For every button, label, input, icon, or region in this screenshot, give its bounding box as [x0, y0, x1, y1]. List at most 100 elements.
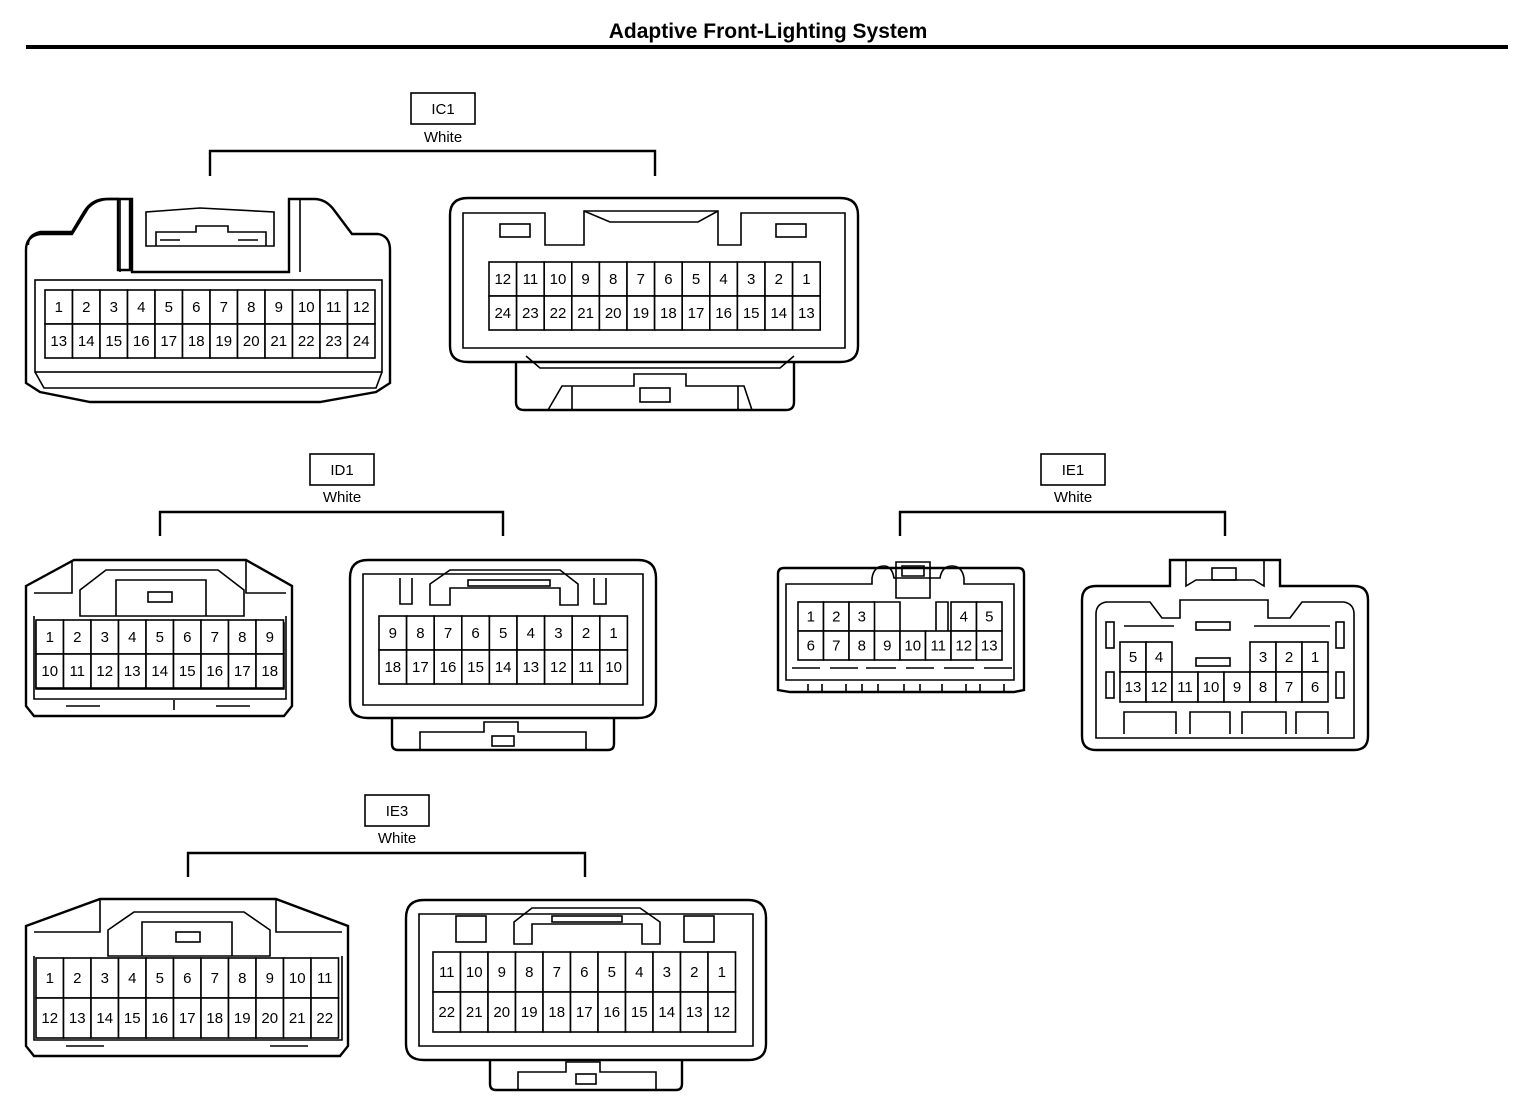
- ie3-bracket: [186, 851, 587, 877]
- ie1-male-pin-label: 7: [832, 638, 840, 655]
- id1-male-pin-label: 16: [206, 663, 223, 680]
- ic1-code-box: [410, 92, 476, 125]
- ic1-female-pin-cell: [736, 261, 766, 297]
- ic1-male-pin-label: 22: [298, 333, 315, 350]
- ie3-female-pin-label: 7: [553, 964, 561, 981]
- id1-male-pin-cell: [117, 653, 147, 689]
- ie1-female-pin-label: 10: [1203, 679, 1220, 696]
- ie1-female-pin-label: 6: [1311, 679, 1319, 696]
- ic1-male-pin-label: 13: [50, 333, 67, 350]
- ic1-male-pin-cell: [236, 289, 266, 325]
- ie3-female-pin-label: 10: [466, 964, 483, 981]
- ie3-female-pin-label: 1: [718, 964, 726, 981]
- ie3-male-pin-label: 19: [234, 1010, 251, 1027]
- id1-male-pin-label: 4: [128, 629, 136, 646]
- ic1-female-pin-label: 13: [798, 305, 815, 322]
- ie1-female-pin-label: 9: [1233, 679, 1241, 696]
- ie3-code-label: IE3: [386, 803, 409, 820]
- ic1-female-pin-label: 23: [522, 305, 539, 322]
- ic1-female-pin-label: 14: [770, 305, 787, 322]
- ic1-male-pin-label: 20: [243, 333, 260, 350]
- id1-male-pin-label: 7: [211, 629, 219, 646]
- id1-male-pin-cell: [200, 653, 230, 689]
- ic1-male-pin-label: 17: [160, 333, 177, 350]
- id1-female-pin-label: 12: [550, 659, 567, 676]
- page-title: Adaptive Front-Lighting System: [608, 20, 928, 43]
- ic1-female-pin-cell: [626, 295, 656, 331]
- ic1-male-pin-label: 23: [325, 333, 342, 350]
- ic1-female-pin-cell: [515, 261, 545, 297]
- ic1-female-pin-label: 8: [609, 271, 617, 288]
- ie3-male-pin-cell: [90, 997, 120, 1039]
- ie3-male-pin-label: 15: [124, 1010, 141, 1027]
- ie3-female-pin-label: 9: [498, 964, 506, 981]
- ie1-male-pin-label: 5: [985, 609, 993, 626]
- ie1-female-pin-cell: [1301, 671, 1329, 703]
- ie3-female-pin-cell: [487, 951, 517, 993]
- ic1-female-pin-cell: [598, 295, 628, 331]
- id1-female-pin-label: 15: [467, 659, 484, 676]
- ie1-color-label: White: [1054, 489, 1092, 506]
- id1-male-pin-label: 2: [73, 629, 81, 646]
- ie3-male-pin-cell: [227, 997, 257, 1039]
- ie1-code-box: [1040, 453, 1106, 486]
- id1-female-pin-label: 18: [384, 659, 401, 676]
- ic1-female-pin-label: 2: [775, 271, 783, 288]
- id1-color-label: White: [323, 489, 361, 506]
- id1-male-pin-cell: [227, 653, 257, 689]
- ie3-female-pin-cell: [432, 991, 462, 1033]
- ic1-code-label: IC1: [431, 101, 454, 118]
- ie3-male-pin-label: 1: [46, 970, 54, 987]
- id1-male-pin-cell: [255, 653, 285, 689]
- ie3-male-pin-label: 13: [69, 1010, 86, 1027]
- ie3-female-pin-label: 4: [635, 964, 643, 981]
- ie3-color-label: White: [378, 830, 416, 847]
- ie1-bracket: [898, 510, 1227, 536]
- id1-male-pin-label: 8: [238, 629, 246, 646]
- id1-female-pin-label: 10: [605, 659, 622, 676]
- id1-male-pin-cell: [90, 653, 120, 689]
- ie1-male-pin-label: 8: [858, 638, 866, 655]
- ie3-male-pin-label: 10: [289, 970, 306, 987]
- ie3-female-pin-label: 3: [663, 964, 671, 981]
- ic1-female-pin-label: 9: [581, 271, 589, 288]
- id1-female-pin-label: 16: [440, 659, 457, 676]
- id1-female-pin-label: 1: [609, 625, 617, 642]
- ic1-male-pin-cell: [181, 323, 211, 359]
- ic1-female-pin-label: 19: [632, 305, 649, 322]
- ic1-male-pin-label: 7: [220, 299, 228, 316]
- ic1-female-pin-cell: [764, 295, 794, 331]
- ic1-male-pin-label: 14: [78, 333, 95, 350]
- ie1-male-pin-cell: [848, 601, 876, 632]
- ic1-female-pin-label: 10: [550, 271, 567, 288]
- ic1-female-pin-label: 15: [743, 305, 760, 322]
- ie1-female-pin-cell: [1145, 671, 1173, 703]
- ie1-female-connector-shape: [1080, 558, 1370, 752]
- id1-code-label: ID1: [330, 462, 353, 479]
- ie3-code-box: [364, 794, 430, 827]
- ic1-female-pin-label: 5: [692, 271, 700, 288]
- ic1-female-pin-label: 3: [747, 271, 755, 288]
- id1-female-pin-label: 11: [578, 659, 594, 676]
- ic1-female-pin-cell: [764, 261, 794, 297]
- ic1-male-pin-cell: [44, 323, 74, 359]
- ie1-male-pin-label: 9: [883, 638, 891, 655]
- ic1-male-pin-label: 5: [165, 299, 173, 316]
- ic1-male-pin-cell: [264, 289, 294, 325]
- ie1-female-pin-cell: [1119, 641, 1147, 673]
- id1-male-pin-label: 10: [41, 663, 58, 680]
- ic1-female-pin-label: 22: [550, 305, 567, 322]
- ic1-male-pin-cell: [346, 323, 376, 359]
- ie1-male-connector-shape: [776, 561, 1026, 694]
- ic1-male-connector-shape: [24, 197, 392, 404]
- ie3-male-pin-cell: [117, 997, 147, 1039]
- id1-male-pin-label: 14: [151, 663, 168, 680]
- ie1-male-pin-label: 2: [832, 609, 840, 626]
- ie1-female-pin-label: 1: [1311, 649, 1319, 666]
- ie1-male-pin-label: 10: [904, 638, 921, 655]
- ie3-male-pin-label: 4: [128, 970, 136, 987]
